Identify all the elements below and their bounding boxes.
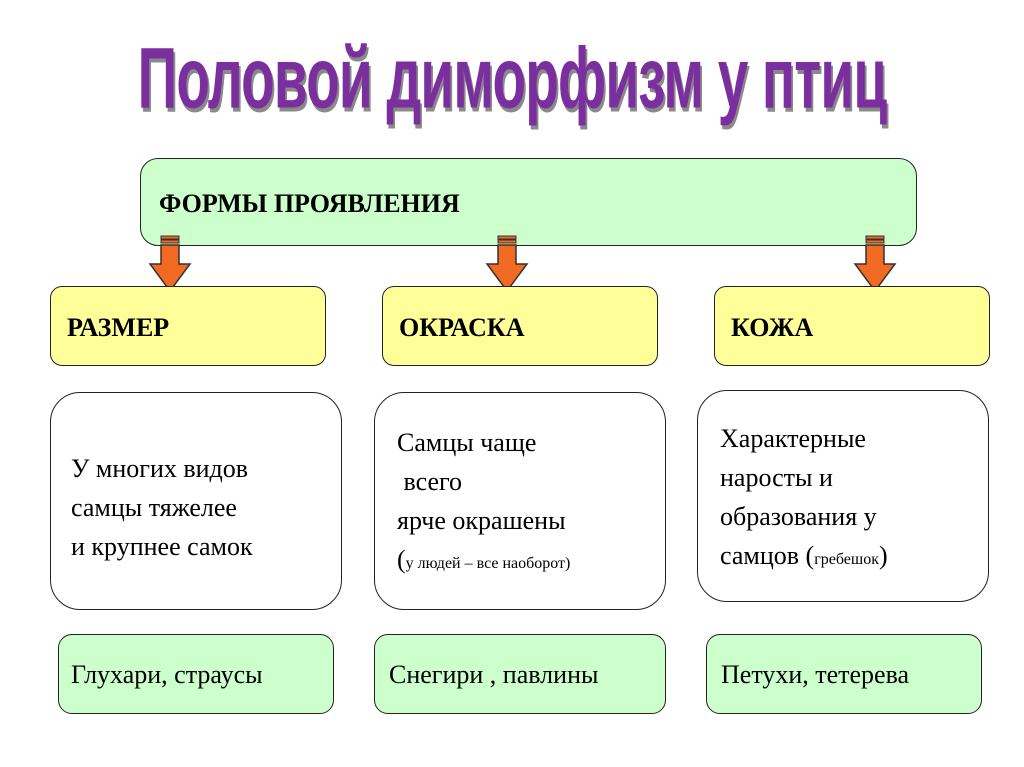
description-note-open: ( — [397, 545, 406, 574]
description-note-close: ) — [879, 541, 888, 570]
category-label: ОКРАСКА — [399, 313, 525, 342]
forms-label: ФОРМЫ ПРОЯВЛЕНИЯ — [159, 189, 460, 218]
description-size: У многих видов самцы тяжелее и крупнее с… — [50, 392, 342, 610]
page-title: Половой диморфизм у птиц — [137, 29, 888, 127]
description-text: Самцы чаще всего ярче окрашены (у людей … — [397, 428, 571, 574]
category-label: КОЖА — [731, 313, 814, 342]
category-label: РАЗМЕР — [67, 313, 170, 342]
description-skin: Характерные наросты и образования у самц… — [697, 390, 989, 602]
description-text: Характерные наросты и образования у самц… — [720, 424, 888, 570]
description-note: у людей – все наоборот — [405, 555, 566, 572]
arrow-down-icon — [853, 235, 897, 293]
example-size: Глухари, страусы — [58, 634, 334, 714]
category-skin: КОЖА — [714, 286, 990, 366]
arrow-down-icon — [148, 235, 192, 293]
description-text: У многих видов самцы тяжелее и крупнее с… — [71, 454, 253, 561]
description-color: Самцы чаще всего ярче окрашены (у людей … — [374, 392, 666, 610]
category-size: РАЗМЕР — [50, 286, 326, 366]
example-text: Петухи, тетерева — [721, 660, 910, 689]
arrow-down-icon — [485, 235, 529, 293]
description-note-close: ) — [565, 555, 571, 572]
example-skin: Петухи, тетерева — [706, 634, 982, 714]
example-text: Глухари, страусы — [71, 660, 263, 689]
forms-box: ФОРМЫ ПРОЯВЛЕНИЯ — [140, 158, 917, 246]
category-color: ОКРАСКА — [382, 286, 658, 366]
example-color: Снегири , павлины — [374, 634, 666, 714]
example-text: Снегири , павлины — [389, 660, 599, 689]
description-note: гребешок — [814, 551, 879, 568]
